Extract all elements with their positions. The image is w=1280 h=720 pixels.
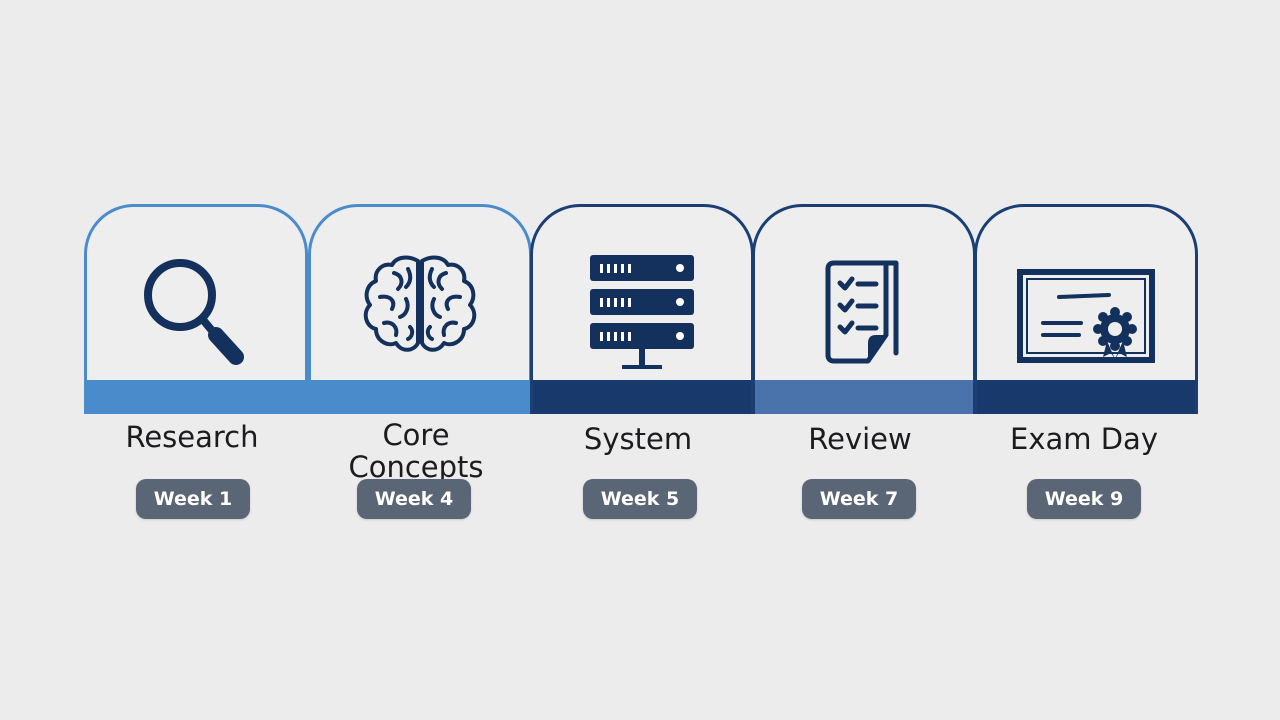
step-label: System — [583, 422, 693, 456]
week-badge: Week 9 — [1027, 479, 1141, 519]
step-card-research — [84, 204, 308, 414]
step-label: Review — [808, 422, 912, 456]
server-stack-icon — [533, 243, 751, 383]
week-badge: Week 5 — [583, 479, 697, 519]
certificate-icon — [977, 243, 1195, 383]
step-card-exam-day — [974, 204, 1198, 414]
step-label: Core Concepts — [348, 418, 484, 484]
step-card-system — [530, 204, 754, 414]
step-band — [311, 380, 529, 414]
step-band — [533, 380, 751, 414]
magnifying-glass-icon — [87, 243, 305, 383]
step-label: Research — [125, 420, 259, 454]
step-label: Exam Day — [1010, 422, 1158, 456]
week-badge: Week 1 — [136, 479, 250, 519]
brain-icon — [311, 243, 529, 383]
step-band — [977, 380, 1195, 414]
week-badge: Week 4 — [357, 479, 471, 519]
week-badge: Week 7 — [802, 479, 916, 519]
step-band — [87, 380, 305, 414]
checklist-document-icon — [755, 243, 973, 383]
step-card-review — [752, 204, 976, 414]
step-band — [755, 380, 973, 414]
step-card-core-concepts — [308, 204, 532, 414]
